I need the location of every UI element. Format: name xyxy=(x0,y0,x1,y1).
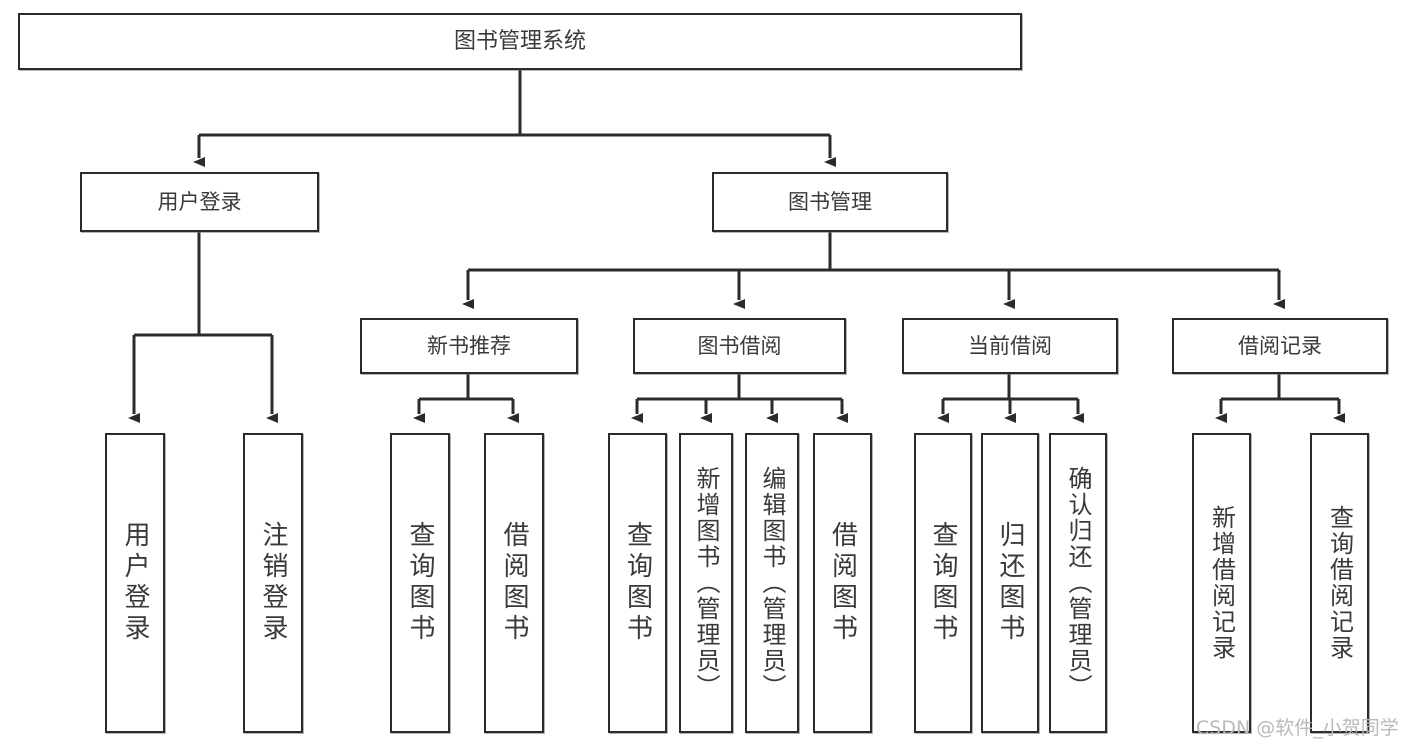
leaf-currentborrow-return-books[interactable]: 归还图书 xyxy=(981,433,1039,733)
csdn-watermark: CSDN @软件_小贺同学 xyxy=(1196,717,1399,739)
node-root-book-management-system[interactable]: 图书管理系统 xyxy=(18,13,1022,70)
node-label: 新书推荐 xyxy=(427,333,511,358)
node-label: 查询借阅记录 xyxy=(1325,505,1354,661)
leaf-logout[interactable]: 注销登录 xyxy=(243,433,303,733)
node-current-borrow[interactable]: 当前借阅 xyxy=(902,318,1118,374)
node-label: 查询图书 xyxy=(405,521,435,645)
node-label: 借阅图书 xyxy=(499,521,529,645)
node-book-management[interactable]: 图书管理 xyxy=(712,172,948,232)
node-label: 新增图书（管理员） xyxy=(692,466,720,700)
node-label: 确认归还（管理员） xyxy=(1064,466,1092,700)
leaf-currentborrow-query-books[interactable]: 查询图书 xyxy=(914,433,972,733)
node-label: 用户登录 xyxy=(157,189,242,214)
leaf-currentborrow-confirm-return-admin[interactable]: 确认归还（管理员） xyxy=(1049,433,1107,733)
leaf-borrowrecord-query-record[interactable]: 查询借阅记录 xyxy=(1310,433,1369,733)
node-label: 图书借阅 xyxy=(697,333,782,358)
node-label: 当前借阅 xyxy=(968,333,1052,358)
leaf-user-login[interactable]: 用户登录 xyxy=(105,433,165,733)
node-label: 注销登录 xyxy=(258,521,288,645)
leaf-newbook-query-books[interactable]: 查询图书 xyxy=(390,433,450,733)
node-book-borrow[interactable]: 图书借阅 xyxy=(633,318,846,374)
node-borrow-record[interactable]: 借阅记录 xyxy=(1172,318,1388,374)
node-label: 用户登录 xyxy=(120,521,150,645)
leaf-borrowrecord-add-record[interactable]: 新增借阅记录 xyxy=(1192,433,1251,733)
leaf-newbook-borrow-books[interactable]: 借阅图书 xyxy=(484,433,544,733)
node-label: 查询图书 xyxy=(622,521,653,645)
node-label: 归还图书 xyxy=(995,521,1025,645)
leaf-bookborrow-add-book-admin[interactable]: 新增图书（管理员） xyxy=(679,433,733,733)
node-new-book-recommend[interactable]: 新书推荐 xyxy=(360,318,578,374)
node-label: 借阅图书 xyxy=(827,521,858,645)
node-label: 查询图书 xyxy=(928,521,958,645)
leaf-bookborrow-edit-book-admin[interactable]: 编辑图书（管理员） xyxy=(745,433,799,733)
node-label: 新增借阅记录 xyxy=(1207,505,1236,661)
node-label: 图书管理系统 xyxy=(453,28,586,54)
node-label: 编辑图书（管理员） xyxy=(758,466,786,700)
leaf-bookborrow-query-books[interactable]: 查询图书 xyxy=(608,433,667,733)
node-user-login[interactable]: 用户登录 xyxy=(80,172,319,232)
node-label: 图书管理 xyxy=(788,189,872,214)
leaf-bookborrow-borrow-books[interactable]: 借阅图书 xyxy=(813,433,872,733)
node-label: 借阅记录 xyxy=(1238,333,1322,358)
